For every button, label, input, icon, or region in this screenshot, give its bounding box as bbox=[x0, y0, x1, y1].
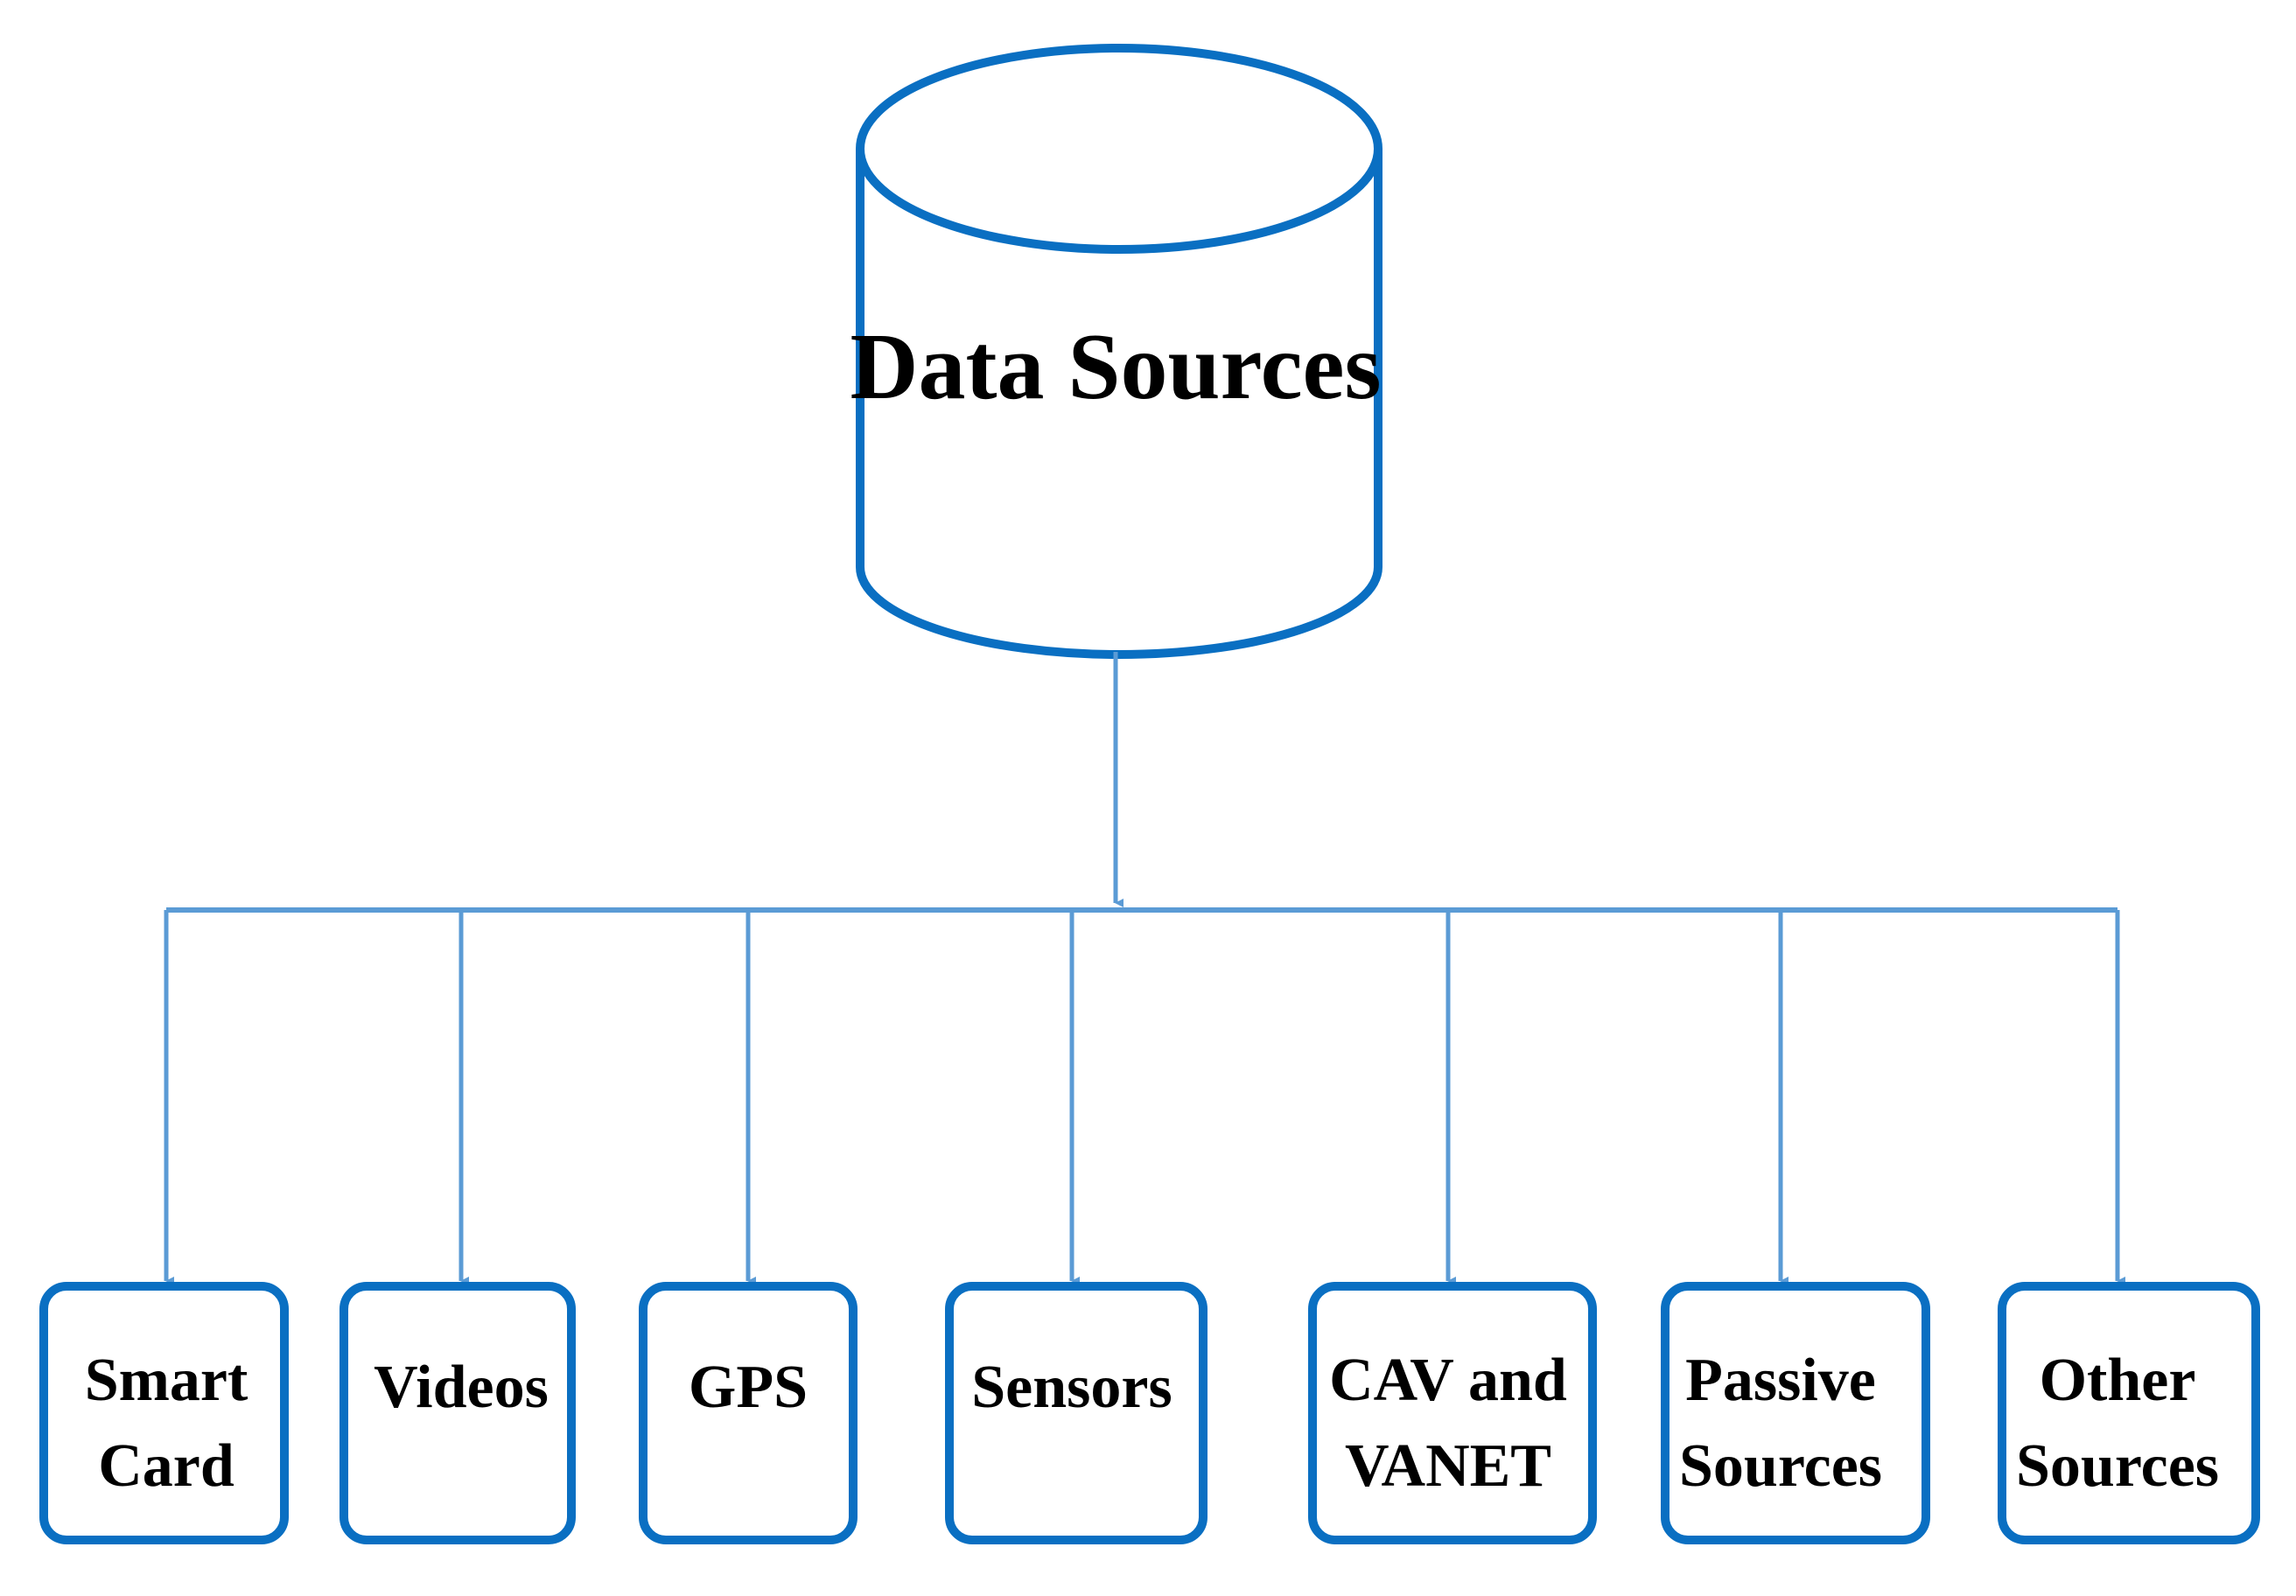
node-box bbox=[1661, 1282, 1930, 1544]
node-box bbox=[340, 1282, 576, 1544]
node-label-line: Videos bbox=[374, 1354, 549, 1421]
root-label: Data Sources bbox=[850, 315, 1382, 419]
node-gps: GPS bbox=[639, 1282, 858, 1544]
node-label-line: Sources bbox=[2016, 1432, 2219, 1500]
node-box bbox=[639, 1282, 858, 1544]
node-label-line: VANET bbox=[1345, 1432, 1551, 1500]
node-label-line: Other bbox=[2040, 1347, 2196, 1414]
node-label-line: Sources bbox=[1679, 1432, 1882, 1500]
cylinder-body bbox=[856, 149, 1382, 659]
node-box bbox=[1998, 1282, 2260, 1544]
node-label-line: GPS bbox=[689, 1354, 808, 1421]
node-box bbox=[39, 1282, 289, 1544]
cylinder-top bbox=[856, 44, 1382, 254]
node-label-line: CAV and bbox=[1329, 1347, 1567, 1414]
node-box bbox=[1308, 1282, 1597, 1544]
root-node: Data Sources bbox=[850, 44, 1382, 659]
node-box bbox=[945, 1282, 1208, 1544]
node-label-line: Sensors bbox=[971, 1354, 1172, 1421]
node-sensors: Sensors bbox=[945, 1282, 1208, 1544]
node-label-line: Card bbox=[98, 1432, 234, 1500]
connectors bbox=[164, 652, 2125, 1285]
node-label-line: Smart bbox=[85, 1347, 248, 1414]
node-label-line: Passive bbox=[1685, 1347, 1876, 1414]
node-videos: Videos bbox=[340, 1282, 576, 1544]
